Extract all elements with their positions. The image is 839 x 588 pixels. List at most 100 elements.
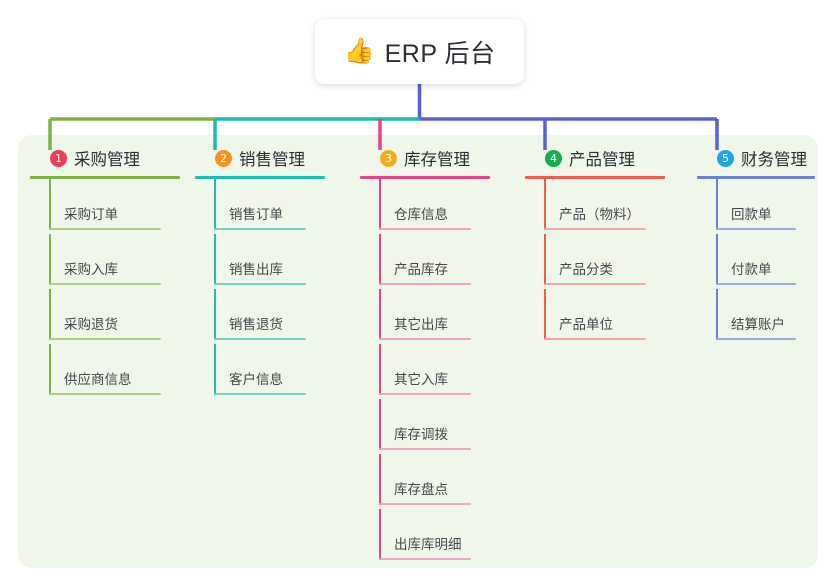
branch-item[interactable]: 采购入库 <box>30 234 180 289</box>
branch-item[interactable]: 销售退货 <box>195 289 325 344</box>
branch-item[interactable]: 销售订单 <box>195 179 325 234</box>
branch-item-underline <box>379 228 471 230</box>
branch-header-underline <box>697 176 815 179</box>
branch-item-underline <box>49 393 161 395</box>
branch-item-label: 产品分类 <box>559 262 613 277</box>
branch-item-underline <box>379 558 471 560</box>
branch-item-label: 销售出库 <box>229 262 283 277</box>
branch-item[interactable]: 出库库明细 <box>360 509 490 564</box>
branch-item[interactable]: 库存盘点 <box>360 454 490 509</box>
branch-header-underline <box>360 176 490 179</box>
branch-title: 库存管理 <box>404 151 470 169</box>
branch-items: 销售订单销售出库销售退货客户信息 <box>195 179 325 399</box>
branch-item[interactable]: 库存调拨 <box>360 399 490 454</box>
thumbs-up-icon: 👍 <box>343 37 375 65</box>
branch-item-label: 仓库信息 <box>394 207 448 222</box>
branch-item[interactable]: 产品单位 <box>525 289 665 344</box>
branch-item-label: 结算账户 <box>731 317 785 332</box>
branch-item[interactable]: 其它入库 <box>360 344 490 399</box>
branch-item-label: 产品单位 <box>559 317 613 332</box>
branch-number-badge: 1 <box>50 149 67 167</box>
branch-header-underline <box>525 176 665 179</box>
item-connector-stem <box>379 399 381 450</box>
branch-item-label: 采购入库 <box>64 262 118 277</box>
branch-item-underline <box>214 393 306 395</box>
branch-item-underline <box>214 228 306 230</box>
item-connector-stem <box>214 289 216 340</box>
branch-item-label: 付款单 <box>731 262 772 277</box>
branch-item-underline <box>214 283 306 285</box>
branch-item[interactable]: 产品分类 <box>525 234 665 289</box>
branch-items: 产品（物料） 产品分类产品单位 <box>525 179 665 344</box>
branch-item[interactable]: 客户信息 <box>195 344 325 399</box>
item-connector-stem <box>544 234 546 285</box>
branch-item[interactable]: 产品库存 <box>360 234 490 289</box>
branch-item-underline <box>716 228 796 230</box>
branch-items: 回款单付款单结算账户 <box>697 179 815 344</box>
item-connector-stem <box>49 179 51 230</box>
branch-items: 采购订单采购入库采购退货供应商信息 <box>30 179 180 399</box>
item-connector-stem <box>49 289 51 340</box>
branch-item-label: 采购订单 <box>64 207 118 222</box>
branch-item-underline <box>544 228 646 230</box>
item-connector-stem <box>214 344 216 395</box>
branch-item[interactable]: 仓库信息 <box>360 179 490 234</box>
branch-item-underline <box>379 393 471 395</box>
item-connector-stem <box>49 344 51 395</box>
branch-item[interactable]: 采购订单 <box>30 179 180 234</box>
branch-header-underline <box>30 176 180 179</box>
branch-number-badge: 4 <box>545 149 562 167</box>
branch-item[interactable]: 付款单 <box>697 234 815 289</box>
branch-item-label: 其它出库 <box>394 317 448 332</box>
branch-item-underline <box>214 338 306 340</box>
branch-item-underline <box>379 283 471 285</box>
item-connector-stem <box>379 234 381 285</box>
branch-item-underline <box>544 338 646 340</box>
branch-item-underline <box>49 228 161 230</box>
branch-item-label: 回款单 <box>731 207 772 222</box>
branch-item-label: 产品库存 <box>394 262 448 277</box>
branch-item[interactable]: 回款单 <box>697 179 815 234</box>
branch-item[interactable]: 采购退货 <box>30 289 180 344</box>
branch-item[interactable]: 销售出库 <box>195 234 325 289</box>
branch-item-label: 库存调拨 <box>394 427 448 442</box>
item-connector-stem <box>379 289 381 340</box>
root-node[interactable]: 👍 ERP 后台 <box>315 19 524 84</box>
branch-item-underline <box>49 338 161 340</box>
branch-header-underline <box>195 176 325 179</box>
item-connector-stem <box>379 454 381 505</box>
branch-item-label: 出库库明细 <box>394 537 462 552</box>
branch-item[interactable]: 其它出库 <box>360 289 490 344</box>
branch-item-underline <box>49 283 161 285</box>
item-connector-stem <box>379 179 381 230</box>
branch-item-underline <box>544 283 646 285</box>
item-connector-stem <box>379 344 381 395</box>
branch-number-badge: 2 <box>215 149 232 167</box>
item-connector-stem <box>716 289 718 340</box>
item-connector-stem <box>214 179 216 230</box>
branch-number-badge: 5 <box>717 149 734 167</box>
item-connector-stem <box>544 289 546 340</box>
branch-item-label: 库存盘点 <box>394 482 448 497</box>
diagram-panel <box>18 135 818 568</box>
branch-title: 采购管理 <box>74 151 140 169</box>
branch-item[interactable]: 结算账户 <box>697 289 815 344</box>
item-connector-stem <box>716 179 718 230</box>
branch-item-label: 销售订单 <box>229 207 283 222</box>
item-connector-stem <box>544 179 546 230</box>
branch-item[interactable]: 供应商信息 <box>30 344 180 399</box>
item-connector-stem <box>716 234 718 285</box>
branch-item-label: 客户信息 <box>229 372 283 387</box>
branch-item[interactable]: 产品（物料） <box>525 179 665 234</box>
branch-item-underline <box>716 338 796 340</box>
branch-column: 1 采购管理采购订单采购入库采购退货供应商信息 <box>30 146 180 399</box>
branch-header[interactable]: 1 采购管理 <box>30 146 180 170</box>
